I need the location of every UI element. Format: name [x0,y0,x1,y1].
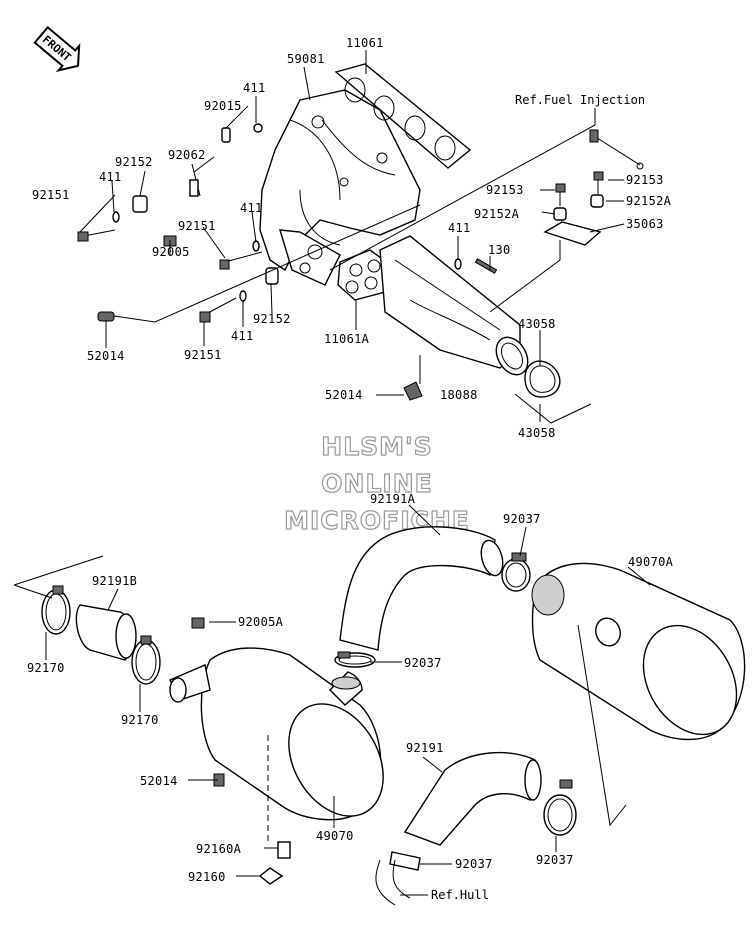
label-52014-a: 52014 [87,349,125,363]
label-92191b: 92191B [92,574,137,588]
label-49070a: 49070A [628,555,674,569]
label-11061: 11061 [346,36,384,50]
label-92037-d: 92037 [536,853,574,867]
label-11061a: 11061A [324,332,370,346]
label-92152-a: 92152 [115,155,153,169]
label-92152a-a: 92152A [474,207,520,221]
label-92170-a: 92170 [27,661,65,675]
label-92062: 92062 [168,148,206,162]
label-411-e: 411 [448,221,471,235]
pipe-92191 [375,751,577,906]
label-92191: 92191 [406,741,444,755]
front-arrow-icon: FRONT [33,25,81,73]
label-49070: 49070 [316,829,354,843]
muffler-49070 [169,617,384,845]
muffler-49070a [531,562,746,827]
ref-hull: Ref.Hull [431,888,489,902]
sleeve-92191b [13,555,161,685]
label-43058-a: 43058 [518,317,556,331]
label-411-a: 411 [243,81,266,95]
leader-lines [45,50,651,896]
label-92153-b: 92153 [626,173,664,187]
label-52014-b: 52014 [325,388,363,402]
gasket-11061a [337,249,393,301]
label-43058-b: 43058 [518,426,556,440]
watermark-line-3: MICROFICHE [284,506,470,535]
label-92037-c: 92037 [455,857,493,871]
gasket-11061 [334,63,472,169]
label-92151-a: 92151 [32,188,70,202]
label-411-d: 411 [231,329,254,343]
watermark: HLSM'S ONLINE MICROFICHE [284,431,470,535]
label-92152a-b: 92152A [626,194,672,208]
label-92037-b: 92037 [404,656,442,670]
label-59081: 59081 [287,52,325,66]
label-92151-c: 92151 [184,348,222,362]
ref-fuel-injection: Ref.Fuel Injection [515,93,645,107]
label-92160a: 92160A [196,842,242,856]
label-92015: 92015 [204,99,242,113]
label-92153-a: 92153 [486,183,524,197]
label-92160: 92160 [188,870,226,884]
clamp-92037-a [501,552,531,592]
label-92170-b: 92170 [121,713,159,727]
watermark-line-1: HLSM'S [321,432,432,461]
label-130: 130 [488,243,511,257]
pads-92160 [258,841,291,885]
label-92152-b: 92152 [253,312,291,326]
fasteners-top-left [77,123,421,323]
label-92151-b: 92151 [178,219,216,233]
label-411-c: 411 [240,201,263,215]
label-92037-a: 92037 [503,512,541,526]
clamp-92037-b [334,651,376,668]
label-92005a: 92005A [238,615,284,629]
bracket-35063 [329,108,644,271]
exhaust-pipe-18088 [379,235,592,424]
label-92191a: 92191A [370,492,416,506]
watermark-line-2: ONLINE [321,469,432,498]
label-92005: 92005 [152,245,190,259]
label-18088: 18088 [440,388,478,402]
part-labels: 11061 59081 411 92015 92062 92152 411 92… [27,36,674,902]
label-35063: 35063 [626,217,664,231]
label-52014-c: 52014 [140,774,178,788]
pipe-92191a [339,526,504,651]
exhaust-manifold [259,89,421,286]
label-411-b: 411 [99,170,122,184]
